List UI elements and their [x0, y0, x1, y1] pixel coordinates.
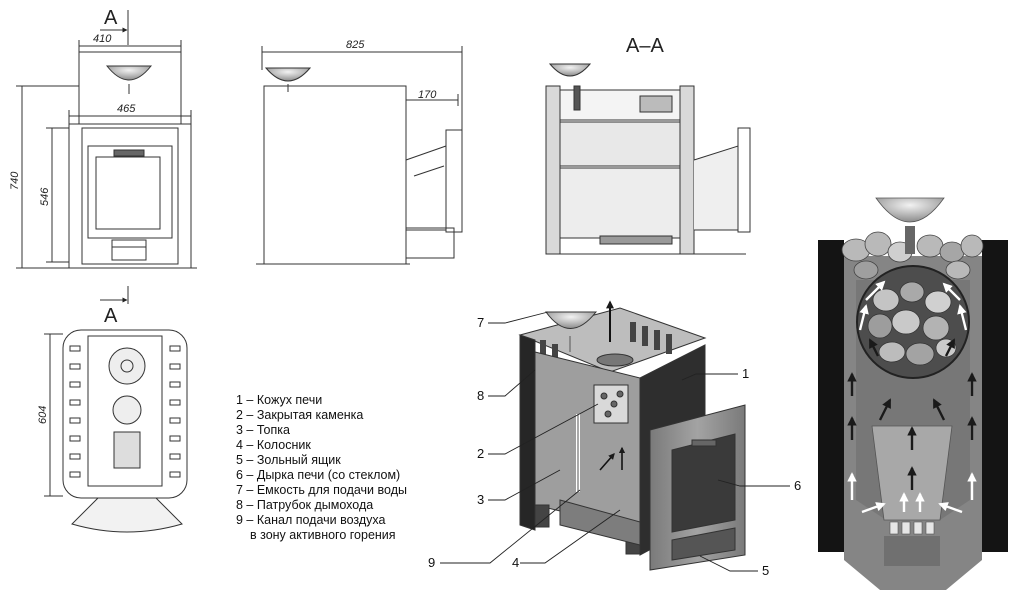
- front-elevation: [16, 10, 197, 269]
- dim-side-length: 825: [346, 39, 365, 51]
- callout-2: 2: [477, 446, 484, 461]
- callout-9: 9: [428, 555, 435, 570]
- callout-4: 4: [512, 555, 519, 570]
- dim-top-width: 410: [93, 33, 112, 45]
- callout-leaders: [440, 311, 790, 572]
- callout-6: 6: [794, 478, 801, 493]
- dim-total-height: 740: [9, 171, 21, 190]
- legend: 1 – Кожух печи 2 – Закрытая каменка 3 – …: [236, 393, 407, 542]
- legend-item-2: 2 – Закрытая каменка: [236, 408, 363, 422]
- callout-3: 3: [477, 492, 484, 507]
- section-title: А–А: [626, 35, 664, 57]
- legend-item-9-continued: в зону активного горения: [250, 528, 396, 542]
- section-marker-label-top: А: [104, 7, 118, 29]
- section-view: [545, 63, 751, 255]
- legend-item-7: 7 – Емкость для подачи воды: [236, 483, 407, 497]
- stones-top: [841, 231, 984, 280]
- dim-body-height: 546: [39, 187, 51, 206]
- legend-item-1: 1 – Кожух печи: [236, 393, 322, 407]
- callout-5: 5: [762, 563, 769, 578]
- section-marker-label-bottom: А: [104, 305, 118, 327]
- legend-item-4: 4 – Колосник: [236, 438, 311, 452]
- hot-flow-arrows: [847, 338, 977, 490]
- callout-8: 8: [477, 388, 484, 403]
- legend-item-5: 5 – Зольный ящик: [236, 453, 341, 467]
- stove-3d-cutaway: [518, 300, 746, 571]
- top-fins: [540, 322, 672, 360]
- plan-vents-right: [169, 345, 181, 478]
- dim-tunnel-length: 170: [418, 89, 437, 101]
- airflow-section: [818, 197, 1008, 592]
- stones-inner: [867, 281, 957, 366]
- legend-item-9: 9 – Канал подачи воздуха: [236, 513, 386, 527]
- callout-7: 7: [477, 315, 484, 330]
- plan-vents-left: [69, 345, 81, 478]
- callout-1: 1: [742, 366, 749, 381]
- dim-plan-depth: 604: [37, 406, 49, 424]
- fresh-air-arrows: [847, 280, 977, 514]
- side-elevation: [256, 46, 463, 265]
- legend-item-8: 8 – Патрубок дымохода: [236, 498, 373, 512]
- legend-item-3: 3 – Топка: [236, 423, 290, 437]
- legend-item-6: 6 – Дырка печи (со стеклом): [236, 468, 400, 482]
- plan-view: [44, 286, 188, 533]
- dim-body-width: 465: [117, 103, 136, 115]
